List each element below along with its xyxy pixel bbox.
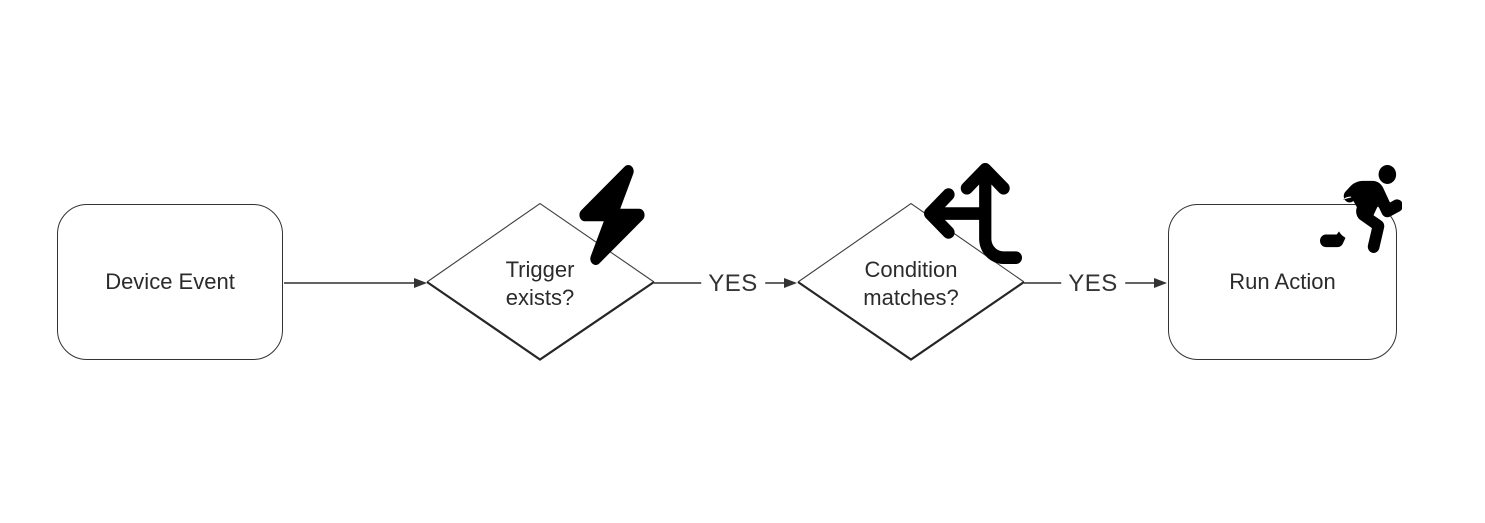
arrowhead-icon [1154, 278, 1167, 288]
edge-label-yes-2: YES [1061, 270, 1125, 298]
diamond-bottom-edges [797, 281, 1025, 361]
node-device-event: Device Event [57, 204, 283, 360]
node-label-trigger-exists: Trigger exists? [505, 257, 575, 310]
lightning-bolt-icon [579, 165, 645, 265]
edge-label-yes-1: YES [701, 270, 765, 298]
node-run-action: Run Action [1168, 204, 1397, 360]
split-arrows-icon [924, 163, 1022, 264]
node-label: Device Event [105, 269, 235, 295]
diamond-top-edges [426, 202, 655, 283]
arrowhead-icon [784, 278, 797, 288]
arrowhead-icon [414, 278, 427, 288]
node-label-condition-matches: Condition matches? [863, 257, 959, 310]
diamond-bottom-edges [426, 281, 655, 361]
node-label: Run Action [1229, 269, 1336, 295]
person-running-icon [1320, 165, 1402, 253]
